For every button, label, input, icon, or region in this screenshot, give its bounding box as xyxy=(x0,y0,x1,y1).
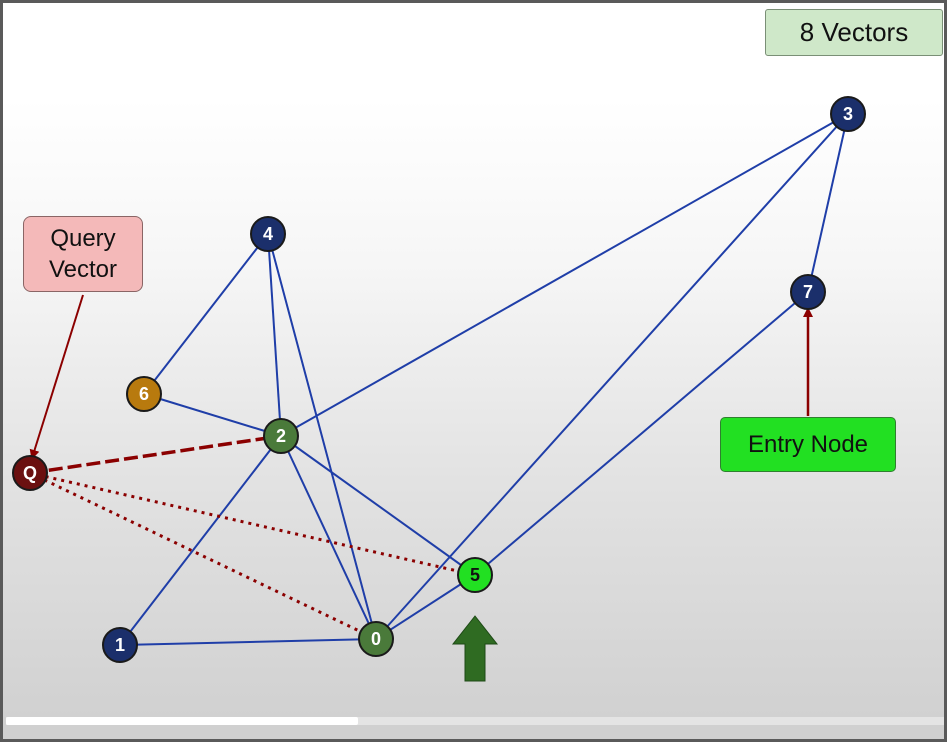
edge-4-6 xyxy=(143,233,269,395)
node-label-3: 3 xyxy=(843,104,853,124)
node-label-4: 4 xyxy=(263,224,273,244)
graph-node-4: 4 xyxy=(250,216,286,252)
node-label-6: 6 xyxy=(139,384,149,404)
current-node-up-arrow-icon xyxy=(451,615,499,682)
edge-1-0 xyxy=(119,638,377,646)
horizontal-scrollbar-thumb[interactable] xyxy=(6,717,358,725)
edge-1-2 xyxy=(119,435,282,646)
vector-count-badge: 8 Vectors xyxy=(765,9,943,56)
node-circle-7 xyxy=(790,274,826,310)
node-label-1: 1 xyxy=(115,635,125,655)
query-pointer-arrow xyxy=(29,294,84,460)
query-vector-callout: Query Vector xyxy=(23,216,143,292)
edge-0-5 xyxy=(375,574,476,640)
entry-callout-text: Entry Node xyxy=(747,430,869,458)
node-circle-Q xyxy=(12,455,48,491)
edge-layer xyxy=(119,113,849,646)
edge-3-7 xyxy=(807,113,849,293)
edge-0-2 xyxy=(280,435,377,640)
graph-node-6: 6 xyxy=(126,376,162,412)
horizontal-scrollbar-track[interactable] xyxy=(6,717,944,725)
node-circle-1 xyxy=(102,627,138,663)
graph-node-Q: Q xyxy=(12,455,48,491)
graph-node-5: 5 xyxy=(457,557,493,593)
edge-2-6 xyxy=(143,393,282,437)
edge-5-7 xyxy=(474,291,809,576)
node-label-7: 7 xyxy=(803,282,813,302)
query-link-5 xyxy=(29,471,476,577)
node-circle-4 xyxy=(250,216,286,252)
query-link-2 xyxy=(29,434,282,475)
node-label-0: 0 xyxy=(371,629,381,649)
query-link-0 xyxy=(29,471,377,641)
graph-node-7: 7 xyxy=(790,274,826,310)
node-layer: 0 1 2 3 4 5 6 7Q xyxy=(12,96,866,663)
edge-2-3 xyxy=(280,113,849,437)
graph-node-0: 0 xyxy=(358,621,394,657)
edge-0-3 xyxy=(375,113,849,640)
node-circle-6 xyxy=(126,376,162,412)
graph-canvas: 0 1 2 3 4 5 6 7Q xyxy=(12,96,866,682)
edge-2-4 xyxy=(267,233,282,437)
node-circle-5 xyxy=(457,557,493,593)
edge-2-5 xyxy=(280,435,476,576)
query-callout-line2: Vector xyxy=(48,256,118,283)
query-callout-line1: Query xyxy=(50,225,116,252)
node-circle-0 xyxy=(358,621,394,657)
node-label-5: 5 xyxy=(470,565,480,585)
entry-node-callout: Entry Node xyxy=(720,417,896,472)
node-label-Q: Q xyxy=(23,463,37,483)
graph-node-1: 1 xyxy=(102,627,138,663)
edge-0-4 xyxy=(267,233,377,640)
vector-count-text: 8 Vectors xyxy=(799,17,909,47)
graph-node-3: 3 xyxy=(830,96,866,132)
node-circle-3 xyxy=(830,96,866,132)
graph-node-2: 2 xyxy=(263,418,299,454)
node-circle-2 xyxy=(263,418,299,454)
query-link-layer xyxy=(29,434,476,641)
node-label-2: 2 xyxy=(276,426,286,446)
